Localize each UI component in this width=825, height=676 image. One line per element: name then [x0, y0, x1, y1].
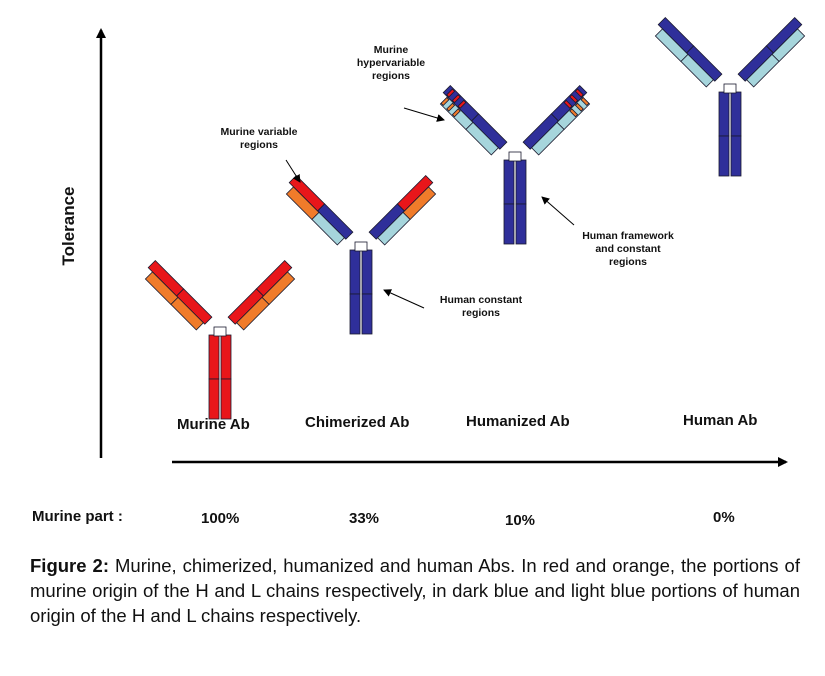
ab-1-hinge [354, 241, 368, 252]
murine-part-humanized: 10% [505, 512, 536, 529]
ab-3-right-arm-wrap [737, 17, 806, 88]
ab-2-stem-right-lower [515, 203, 527, 245]
antibody-murine-ab [144, 260, 296, 420]
ab-2-arm-left [439, 85, 508, 156]
ab-name-chimerized: Chimerized Ab [305, 414, 410, 431]
murine-part-chimerized: 33% [349, 510, 380, 527]
ab-2-cdr-light-left-1 [446, 102, 456, 112]
ab-3-stem-right-lower [730, 135, 742, 177]
ab-0-stem-right-lower [220, 378, 232, 420]
ab-2-left-arm-wrap [439, 85, 508, 156]
murine-part-murine: 100% [201, 510, 240, 527]
ab-1-stem-right-upper [361, 249, 373, 295]
ab-2-stem-right-upper [515, 159, 527, 205]
ab-1-light-variable-left [285, 186, 320, 220]
ab-0-hinge [213, 326, 227, 337]
ab-0-light-variable-right [261, 271, 296, 305]
ab-2-cdr-heavy-left-2 [457, 99, 467, 109]
ab-0-right-arm-wrap [227, 260, 296, 331]
ab-2-arm-right [522, 85, 591, 156]
murine-part-label: Murine part : [32, 508, 123, 525]
ab-name-humanized: Humanized Ab [466, 413, 570, 430]
ab-1-arm-left [285, 175, 354, 246]
antibody-humanized-ab [439, 85, 591, 245]
arrow-murine-variable [285, 159, 301, 183]
antibody-human-ab [654, 17, 806, 177]
ab-2-right-arm-wrap [522, 85, 591, 156]
ab-1-arm-right [368, 175, 437, 246]
ab-0-arm-right [227, 260, 296, 331]
ab-1-stem-left-upper [349, 249, 361, 295]
ab-2-stem-left-upper [503, 159, 515, 205]
caption-text: Murine, chimerized, humanized and human … [30, 555, 800, 626]
ab-2-cdr-light-left-0 [440, 97, 450, 106]
ab-0-arm-left [144, 260, 213, 331]
ab-0-stem-left-lower [208, 378, 220, 420]
ab-1-left-arm-wrap [285, 175, 354, 246]
ab-2-cdr-heavy-left-1 [451, 94, 461, 104]
ab-3-light-variable-right [771, 28, 806, 62]
ab-0-left-arm-wrap [144, 260, 213, 331]
antibodies [144, 17, 806, 420]
arrow-human-framework [541, 196, 575, 226]
ab-1-light-variable-right [402, 186, 437, 220]
y-axis-label: Tolerance [59, 186, 78, 266]
ab-2-cdr-light-left-2 [451, 108, 461, 118]
annotation-murine-variable: Murine variable regions [220, 126, 298, 151]
ab-name-human: Human Ab [683, 412, 758, 429]
arrow-human-constant [383, 289, 425, 309]
ab-2-cdr-light-right-1 [574, 102, 584, 112]
ab-name-murine: Murine Ab [177, 416, 250, 433]
caption-label: Figure 2: [30, 555, 109, 576]
ab-2-stem-left-lower [503, 203, 515, 245]
arrow-murine-hypervariable [403, 107, 445, 122]
ab-3-arm-right [737, 17, 806, 88]
ab-2-cdr-heavy-right-2 [563, 99, 573, 109]
annotation-human-constant: Human constant regions [439, 294, 523, 319]
ab-0-stem-right-upper [220, 334, 232, 380]
ab-3-arm-left [654, 17, 723, 88]
ab-2-cdr-heavy-right-0 [574, 88, 584, 98]
ab-3-stem-left-lower [718, 135, 730, 177]
ab-3-left-arm-wrap [654, 17, 723, 88]
annotation-human-framework: Human framework and constant regions [582, 230, 674, 268]
annotation-murine-hypervariable: Murine hypervariable regions [356, 44, 426, 82]
ab-3-stem-left-upper [718, 91, 730, 137]
figure-caption: Figure 2: Murine, chimerized, humanized … [30, 553, 800, 628]
ab-0-light-variable-left [144, 271, 179, 305]
antibody-chimerized-ab [285, 175, 437, 335]
ab-1-right-arm-wrap [368, 175, 437, 246]
ab-1-stem-left-lower [349, 293, 361, 335]
ab-2-cdr-heavy-left-0 [446, 88, 456, 98]
murine-part-human: 0% [713, 509, 735, 526]
ab-3-light-variable-left [654, 28, 689, 62]
ab-2-cdr-light-right-2 [569, 108, 579, 118]
ab-3-stem-right-upper [730, 91, 742, 137]
ab-2-cdr-heavy-right-1 [569, 94, 579, 104]
ab-2-hinge [508, 151, 522, 162]
ab-2-cdr-light-right-0 [580, 97, 590, 106]
ab-3-hinge [723, 83, 737, 94]
ab-1-stem-right-lower [361, 293, 373, 335]
antibody-diagram [96, 17, 806, 467]
ab-0-stem-left-upper [208, 334, 220, 380]
